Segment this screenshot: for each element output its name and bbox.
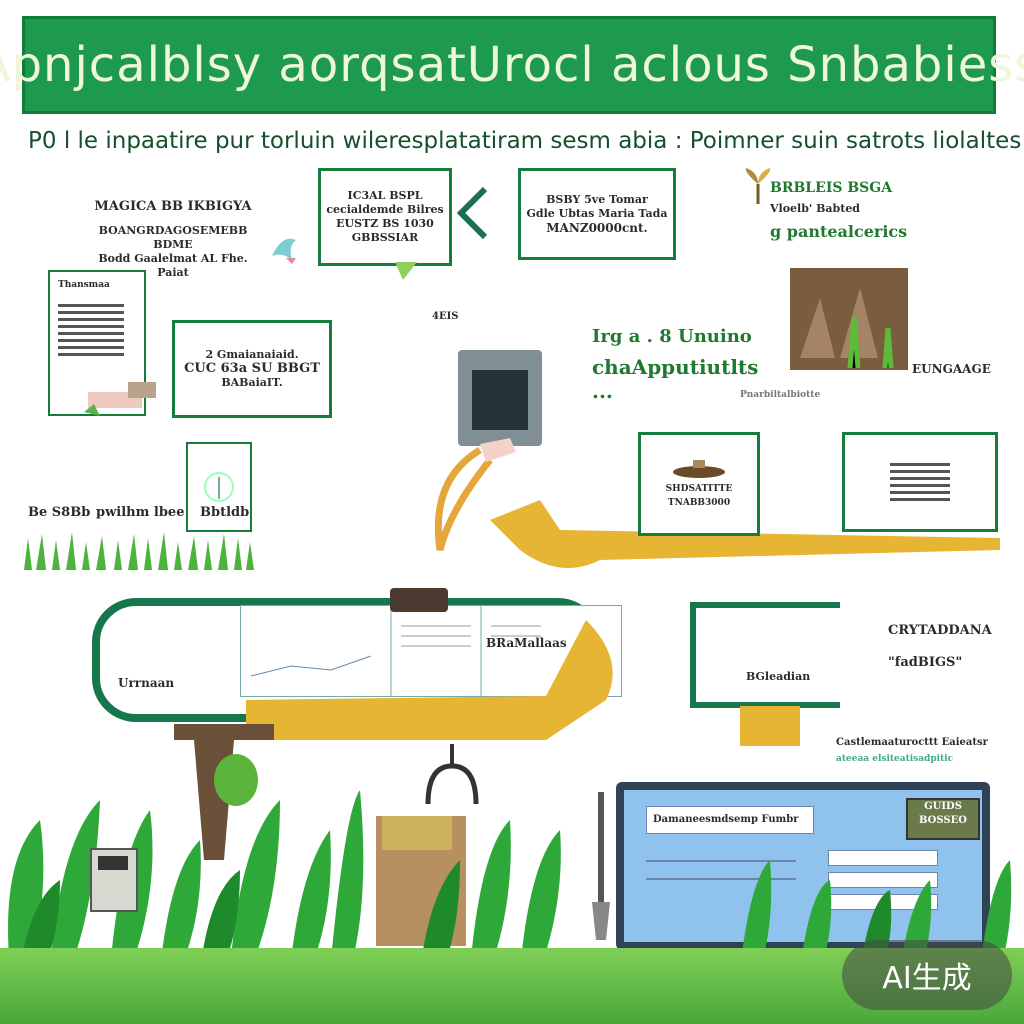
top-right-line1: BRBLEIS BSGA xyxy=(770,180,893,196)
title-banner: Apnjcalblsy aorqsatUrocl aclous Snbabies… xyxy=(0,16,1024,114)
device-icon xyxy=(458,350,542,446)
leaf-card xyxy=(186,442,252,532)
top-mid-line1: BSBY 5ve Tomar xyxy=(546,193,648,206)
top-right-text: BRBLEIS BSGA Vloelb' Babted g pantealcer… xyxy=(770,180,920,241)
top-right-line2: Vloelb' Babted xyxy=(770,202,861,215)
speech-line2: cecialdemde Bilres xyxy=(326,203,444,216)
bird-icon xyxy=(268,226,308,266)
top-mid-line2: Gdle Ubtas Maria Tada xyxy=(526,207,668,220)
doc-top-label: Thansmaa xyxy=(58,280,110,290)
speech-line4: GBBSSIAR xyxy=(351,231,419,244)
right-mid-small: Pnarbiltalbiotte xyxy=(740,390,821,400)
screen-badge: GUIDS BOSSEO xyxy=(906,798,980,840)
right-pipe-card-label: BGleadian xyxy=(746,670,811,683)
left-card-line2: CUC 63a SU BBGT xyxy=(184,361,320,376)
mid-line2: chaApputiutlts ... xyxy=(592,355,759,403)
crop-picture xyxy=(790,268,908,370)
right-label-1: CRYTADDANA xyxy=(888,623,992,638)
center-label: 4EIS xyxy=(432,311,459,322)
connector-arrows-icon xyxy=(455,185,491,245)
yellow-card-1: SHDSATITTE TNABB3000 xyxy=(638,432,760,536)
top-mid-line3: MANZ0000cnt. xyxy=(546,221,648,235)
dish-icon xyxy=(673,460,725,478)
banner-title: Apnjcalblsy aorqsatUrocl aclous Snbabies… xyxy=(0,37,1024,93)
right-yellow-block xyxy=(740,706,800,746)
top-left-line2: BOANGRDAGOSEMEBB BDME xyxy=(98,224,248,251)
top-left-line3: Bodd Gaalelmat AL Fhe. Paiat xyxy=(98,252,248,279)
yellow-card-2-lines xyxy=(890,463,950,501)
right-label-4: ateeaa elsiteatisadpitic xyxy=(836,754,954,764)
speech-line3: EUSTZ BS 1030 xyxy=(336,217,434,230)
yellow-card-1-label: SHDSATITTE xyxy=(665,484,733,494)
right-mid-label: EUNGAAGE xyxy=(912,362,991,376)
right-pipe-card: BGleadian xyxy=(690,602,840,708)
right-label-3: Castlemaaturocttt Eaieatsr xyxy=(836,737,988,748)
yellow-wave xyxy=(246,600,626,746)
top-right-line3: g pantealcerics xyxy=(770,222,908,241)
speech-line1: IC3AL BSPL xyxy=(347,189,423,202)
pipe-label-left: Urrnaan xyxy=(118,676,175,690)
leaf-outline-icon xyxy=(204,472,234,502)
top-mid-card: BSBY 5ve Tomar Gdle Ubtas Maria Tada MAN… xyxy=(518,168,676,260)
middle-text: Irg a . 8 Unuino chaApputiutlts ... xyxy=(592,326,772,403)
screen-badge-line2: BOSSEO xyxy=(919,815,967,826)
ai-generated-watermark: AI生成 xyxy=(842,940,1012,1010)
left-card-line3: BABaiaIT. xyxy=(221,376,283,389)
screen-badge-line1: GUIDS xyxy=(924,801,962,812)
shovel-icon xyxy=(590,792,612,942)
rope-hand-icon xyxy=(420,430,530,570)
top-left-text: MAGICA BB IKBIGYA BOANGRDAGOSEMEBB BDME … xyxy=(88,200,258,280)
grass-panel xyxy=(24,530,254,570)
mid-line1: Irg a . 8 Unuino xyxy=(592,326,752,347)
speech-tail-icon xyxy=(395,262,417,282)
pipe-lid xyxy=(390,588,448,612)
yellow-card-1-sub: TNABB3000 xyxy=(667,498,731,508)
yellow-card-2 xyxy=(842,432,998,532)
left-card: 2 Gmaianaiaid. CUC 63a SU BBGT BABaiaIT. xyxy=(172,320,332,418)
tool-post xyxy=(174,720,284,860)
jar-icon xyxy=(90,848,138,912)
grass-label-mid: pwilhm lbee xyxy=(96,505,185,520)
left-card-line1: 2 Gmaianaiaid. xyxy=(205,348,299,361)
top-left-line1: MAGICA BB IKBIGYA xyxy=(94,199,252,214)
subtitle: P0 l le inpaatire pur torluin wilerespla… xyxy=(28,128,1022,154)
sprout-icon xyxy=(742,166,774,206)
grass-label-right: Bbtldb xyxy=(200,505,250,520)
speech-card: IC3AL BSPL cecialdemde Bilres EUSTZ BS 1… xyxy=(318,168,452,266)
right-label-2: "fadBIGS" xyxy=(888,655,963,670)
hanger-icon xyxy=(420,744,484,814)
pipe-label-right: BRaMallaas xyxy=(486,636,567,650)
doc-lines xyxy=(58,304,124,356)
grass-label-left: Be S8Bb xyxy=(28,505,91,520)
hand-book-icon xyxy=(78,372,162,422)
screen-field[interactable]: Damaneesmdsemp Fumbr xyxy=(646,806,814,834)
